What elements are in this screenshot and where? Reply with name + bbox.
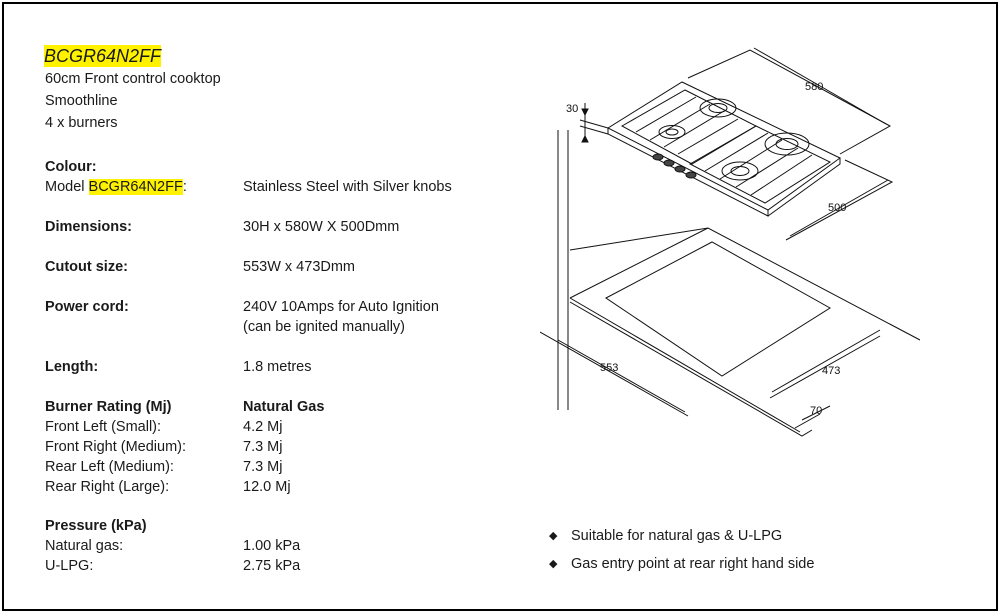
burner-row-label: Front Right (Medium): <box>45 439 187 455</box>
subtitle-line-3: 4 x burners <box>45 115 118 131</box>
countertop-outline <box>569 227 920 341</box>
power-cord-value-2: (can be ignited manually) <box>243 319 406 335</box>
pressure-row-value: 1.00 kPa <box>243 538 301 554</box>
note-item: Gas entry point at rear right hand side <box>571 556 815 572</box>
dim-height-label: 30 <box>566 103 578 115</box>
colour-model-highlight: BCGR64N2FF <box>88 179 183 195</box>
pressure-header: Pressure (kPa) <box>45 518 147 534</box>
dim-width-label: 580 <box>805 81 823 93</box>
cutout-label: Cutout size: <box>45 259 128 275</box>
grate-right <box>688 125 832 204</box>
subtitle-line-2: Smoothline <box>45 93 118 109</box>
pressure-row-label: U-LPG: <box>45 558 94 574</box>
dim-depth-label: 500 <box>828 202 846 214</box>
length-label: Length: <box>45 359 99 375</box>
cooktop-outline <box>606 81 841 211</box>
cooktop-edge <box>607 128 769 217</box>
dim-clearance-label: 70 <box>810 405 822 417</box>
diamond-bullet-icon: ◆ <box>549 558 558 570</box>
burner-row-value: 7.3 Mj <box>243 439 283 455</box>
burner-row-label: Front Left (Small): <box>45 419 162 435</box>
burner-rating-header: Burner Rating (Mj) <box>45 399 172 415</box>
note-item: Suitable for natural gas & U-LPG <box>571 528 783 544</box>
burner-row-label: Rear Right (Large): <box>45 479 170 495</box>
dimensions-value: 30H x 580W X 500Dmm <box>243 219 400 235</box>
burner-row-value: 12.0 Mj <box>243 479 291 495</box>
burner-row-value: 7.3 Mj <box>243 459 283 475</box>
model-title: BCGR64N2FF <box>44 45 162 67</box>
subtitle-line-1: 60cm Front control cooktop <box>45 71 221 87</box>
dim-cutout-depth-label: 473 <box>822 365 840 377</box>
burner-row-label: Rear Left (Medium): <box>45 459 174 475</box>
cooktop-dimension-diagram: 30 580 500 553 473 70 <box>540 47 920 437</box>
power-cord-label: Power cord: <box>45 299 129 315</box>
natural-gas-header: Natural Gas <box>243 399 325 415</box>
knob <box>674 165 686 173</box>
burner-row-value: 4.2 Mj <box>243 419 283 435</box>
burner-front-right <box>721 161 759 181</box>
power-cord-value-1: 240V 10Amps for Auto Ignition <box>243 299 439 315</box>
knob <box>685 171 697 179</box>
knob <box>652 153 664 161</box>
knob <box>663 159 675 167</box>
pressure-row-label: Natural gas: <box>45 538 124 554</box>
cutout-outline <box>605 241 831 377</box>
diamond-bullet-icon: ◆ <box>549 530 558 542</box>
colour-value: Stainless Steel with Silver knobs <box>243 179 452 195</box>
colour-model-suffix: : <box>182 179 187 195</box>
burner-front-left <box>658 125 686 139</box>
colour-model-row: Model BCGR64N2FF: <box>45 178 187 196</box>
pressure-row-value: 2.75 kPa <box>243 558 301 574</box>
burner-rear-left <box>699 98 737 118</box>
colour-model-prefix: Model <box>45 179 89 195</box>
cutout-value: 553W x 473Dmm <box>243 259 356 275</box>
burner-rear-right <box>764 132 810 156</box>
dimensions-label: Dimensions: <box>45 219 133 235</box>
length-value: 1.8 metres <box>243 359 312 375</box>
dim-cutout-width-label: 553 <box>600 362 618 374</box>
colour-label: Colour: <box>45 159 97 175</box>
